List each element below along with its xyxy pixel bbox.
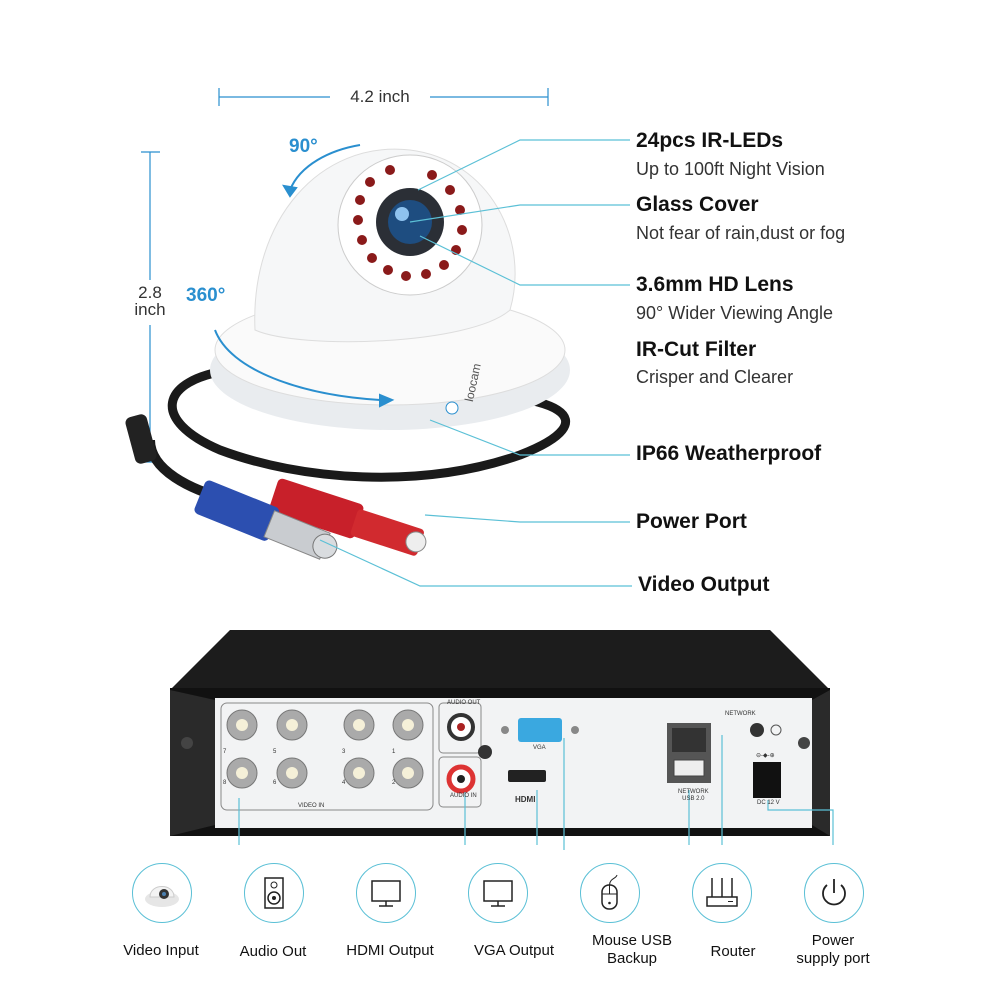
channel-label: 5 xyxy=(273,749,277,755)
channel-label: 2 xyxy=(392,780,396,786)
feature-sub-lens: 90° Wider Viewing Angle xyxy=(636,303,833,323)
feature-sub-ir-cut: Crisper and Clearer xyxy=(636,367,794,387)
tilt-angle: 90° xyxy=(289,136,318,157)
video-input-circle xyxy=(132,863,192,923)
camera-illustration xyxy=(125,88,632,587)
audio-out-circle xyxy=(244,863,304,923)
feature-title-weatherproof: IP66 Weatherproof xyxy=(636,442,822,465)
feature-sub-ir-leds: Up to 100ft Night Vision xyxy=(636,159,825,179)
power-polarity: ⊖-◆-⊕ xyxy=(756,753,775,759)
channel-label: 1 xyxy=(392,749,396,755)
port-label-vga: VGA Output xyxy=(473,942,555,959)
height-unit: inch xyxy=(134,300,166,319)
feature-title-ir-cut: IR-Cut Filter xyxy=(636,338,757,361)
port-label-video-input: Video Input xyxy=(123,942,199,959)
feature-title-ir-leds: 24pcs IR-LEDs xyxy=(636,129,784,152)
camera-icon xyxy=(145,886,179,907)
channel-label: 3 xyxy=(342,749,346,755)
power-icon xyxy=(822,879,846,906)
vga-output-circle xyxy=(468,863,528,923)
feature-title-video-output: Video Output xyxy=(638,573,770,596)
power-circle xyxy=(804,863,864,923)
channel-label: 4 xyxy=(342,780,346,786)
feature-title-lens: 3.6mm HD Lens xyxy=(636,273,794,296)
router-circle xyxy=(692,863,752,923)
feature-title-glass-cover: Glass Cover xyxy=(636,193,759,216)
height-value: 2.8 xyxy=(138,283,162,302)
port-label-router: Router xyxy=(710,943,756,960)
mouse-usb-circle xyxy=(580,863,640,923)
mouse-icon xyxy=(601,874,618,910)
channel-label: 7 xyxy=(223,749,227,755)
monitor-icon xyxy=(483,880,513,907)
pan-angle: 360° xyxy=(186,285,226,306)
label-line-1: Power xyxy=(811,932,855,949)
label-line-2: supply port xyxy=(796,950,870,967)
port-label-hdmi: HDMI Output xyxy=(346,942,434,959)
width-dimension: 4.2 inch xyxy=(350,87,410,106)
video-in-label: VIDEO IN xyxy=(298,803,325,809)
network-label: NETWORK xyxy=(725,711,756,717)
label-line-1: Mouse USB xyxy=(591,932,673,949)
port-label-audio-out: Audio Out xyxy=(239,943,307,960)
vga-label: VGA xyxy=(533,745,546,751)
router-icon xyxy=(706,878,738,907)
feature-title-power-port: Power Port xyxy=(636,510,747,533)
dc-label: DC 12 V xyxy=(757,800,780,806)
network-usb-text: NETWORK xyxy=(678,789,709,795)
height-dimension: 2.8 inch xyxy=(125,284,175,318)
audio-out-label: AUDIO OUT xyxy=(447,700,481,706)
hdmi-label: HDMI xyxy=(515,795,536,804)
monitor-icon xyxy=(371,880,401,907)
audio-in-label: AUDIO IN xyxy=(450,793,477,799)
dvr-illustration xyxy=(170,630,834,850)
speaker-icon xyxy=(264,877,284,909)
channel-label: 6 xyxy=(273,780,277,786)
usb-text: USB 2.0 xyxy=(682,796,705,802)
channel-label: 8 xyxy=(223,780,227,786)
hdmi-output-circle xyxy=(356,863,416,923)
label-line-2: Backup xyxy=(606,950,658,967)
feature-sub-glass-cover: Not fear of rain,dust or fog xyxy=(636,223,846,243)
